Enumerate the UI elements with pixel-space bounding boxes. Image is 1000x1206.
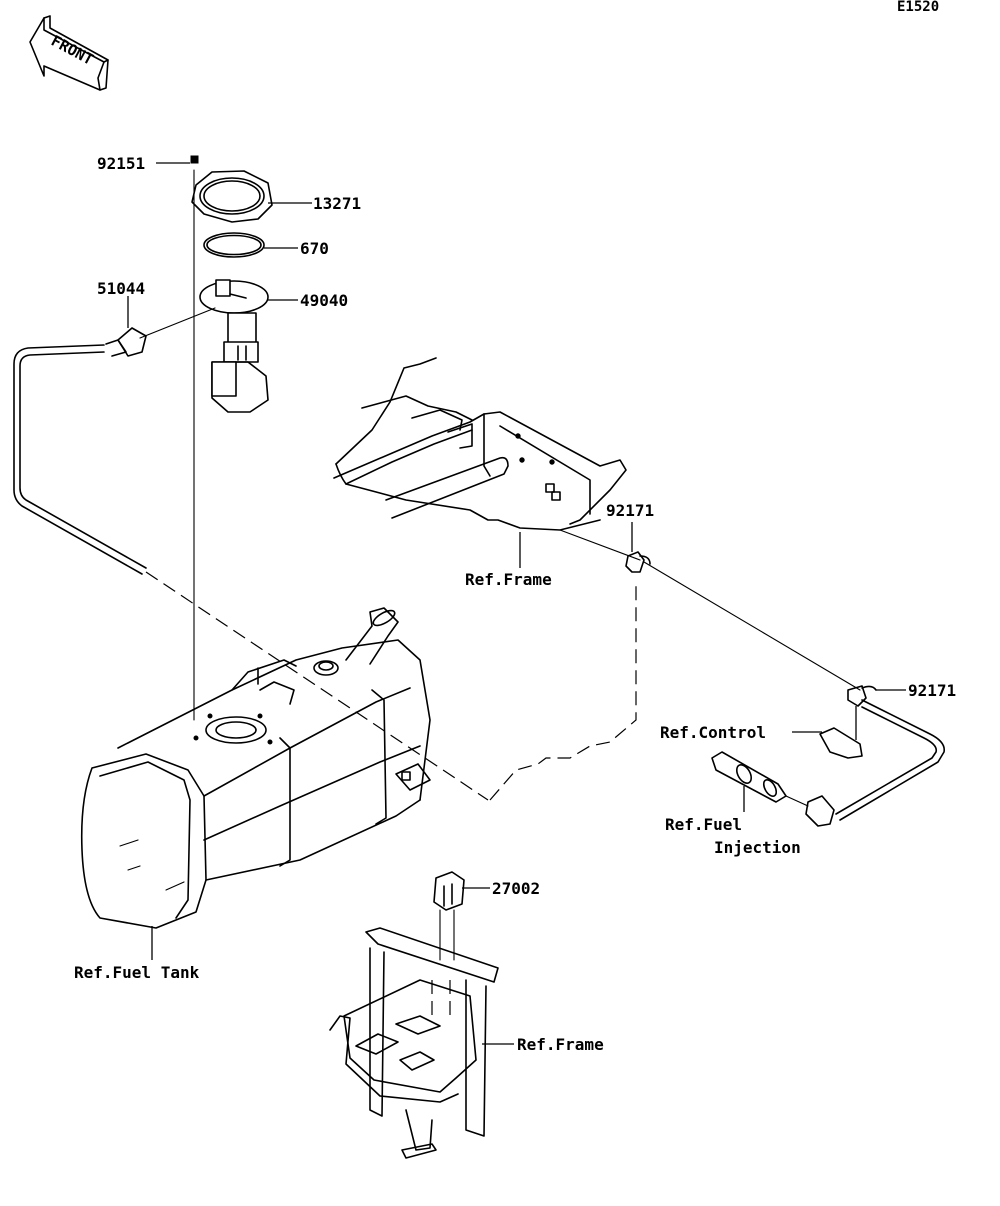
clamp-92171-upper: [559, 522, 861, 691]
o-ring-670: [203, 232, 298, 258]
callout-27002: 27002: [492, 879, 540, 898]
callout-51044: 51044: [97, 279, 145, 298]
ref-fuel-tank: Ref.Fuel Tank: [74, 963, 200, 982]
bolt-92151: [156, 155, 199, 164]
frame-lower: [329, 927, 514, 1159]
clamp-92171-lower: [847, 685, 906, 740]
fuel-injection-rail: [711, 751, 809, 812]
ref-control: Ref.Control: [660, 723, 766, 742]
fuel-tank: [80, 607, 431, 960]
ref-fuel-injection-line2: Injection: [714, 838, 801, 857]
ref-frame-lower: Ref.Frame: [517, 1035, 604, 1054]
callout-92171-upper: 92171: [606, 501, 654, 520]
retainer-plate-13271: [191, 170, 312, 223]
relay-27002: [433, 871, 490, 961]
callout-49040: 49040: [300, 291, 348, 310]
fuel-line-to-injector: [805, 699, 946, 827]
callout-670: 670: [300, 239, 329, 258]
callout-92151: 92151: [97, 154, 145, 173]
fuel-hose-51044: [13, 296, 216, 575]
ref-fuel-injection-line1: Ref.Fuel: [665, 815, 742, 834]
ref-frame-upper: Ref.Frame: [465, 570, 552, 589]
callout-92171-lower: 92171: [908, 681, 956, 700]
fuel-pump-49040: [199, 279, 298, 413]
frame-upper: [333, 357, 627, 568]
control-bracket: [792, 727, 863, 759]
callout-13271: 13271: [313, 194, 361, 213]
front-arrow-icon: FRONT: [29, 15, 109, 91]
diagram-code: E1520: [897, 0, 939, 15]
frame-outline-dashed: [489, 580, 637, 801]
